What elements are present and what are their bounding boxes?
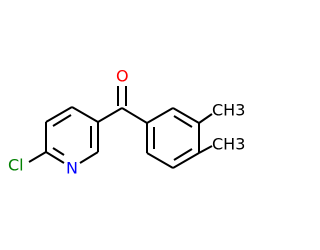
atom-methyl-upper-label: CH3 — [212, 101, 245, 120]
pyridine-bond-c3-c4 — [71, 106, 99, 123]
benzene-bond-c4-c5-inner — [173, 148, 193, 161]
bond-carbonyl-benzene — [121, 107, 148, 124]
benzene-bond-c1-c2 — [146, 107, 174, 124]
structure-drawing: O Cl N CH3 CH3 — [8, 67, 245, 178]
benzene-bond-c2-c3-inner — [173, 115, 193, 128]
benzene-bond-c2-c3 — [172, 107, 200, 124]
pyridine-bond-c4-c5 — [45, 106, 73, 123]
pyridine-bond-c4-c5-inner — [52, 114, 72, 127]
atom-oxygen-label: O — [116, 67, 129, 86]
atom-chlorine-label: Cl — [8, 156, 24, 175]
benzene-bond-c4-c5 — [172, 152, 200, 169]
bond-methyl-lower — [198, 145, 213, 154]
atom-methyl-lower-label: CH3 — [212, 135, 245, 154]
benzene-bond-c5-c6 — [146, 152, 174, 169]
bond-carbonyl-pyridine — [97, 107, 123, 123]
bond-methyl-upper — [198, 113, 213, 124]
atom-nitrogen-label: N — [66, 159, 78, 178]
pyridine-bond-n-c2 — [79, 151, 99, 164]
pyridine-bond-c6-n-inner — [52, 147, 65, 156]
chemical-structure: O Cl N CH3 CH3 — [8, 66, 246, 178]
pyridine-bond-c6-n — [45, 151, 65, 164]
bond-c6-chlorine — [28, 151, 47, 163]
